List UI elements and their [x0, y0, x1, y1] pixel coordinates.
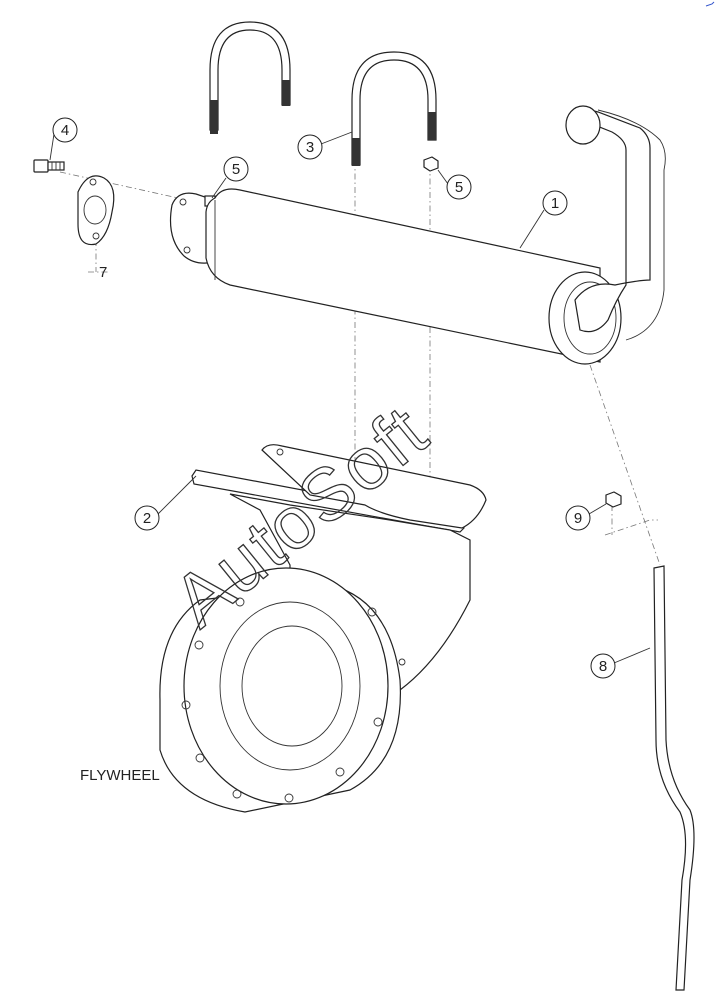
callout-8: 8 — [590, 647, 651, 679]
bolt-part-4 — [33, 159, 65, 173]
callout-5-flange: 5 — [211, 156, 249, 199]
callout-4-label: 4 — [61, 122, 69, 139]
nut-part-5 — [423, 156, 439, 172]
callout-5a-label: 5 — [232, 161, 240, 178]
leader-lines — [59, 160, 661, 566]
callout-5-nut: 5 — [437, 169, 472, 200]
u-bolt-part-3-right — [351, 51, 437, 166]
callout-1: 1 — [519, 190, 568, 249]
callout-9: 9 — [565, 503, 607, 531]
callout-3-label: 3 — [306, 139, 314, 156]
callout-8-label: 8 — [599, 658, 607, 675]
u-bolt-part-3-left — [209, 21, 291, 134]
callout-9-label: 9 — [574, 510, 582, 527]
corner-mark-icon — [705, 1, 715, 7]
callout-3: 3 — [297, 131, 353, 160]
callout-2: 2 — [134, 475, 197, 531]
callout-1-label: 1 — [551, 195, 559, 212]
nut-part-9 — [605, 491, 622, 508]
gasket-part-7 — [77, 175, 115, 246]
muffler-part-1 — [169, 105, 666, 365]
tube-part-8 — [653, 565, 695, 991]
flywheel-housing — [159, 567, 402, 813]
callout-2-label: 2 — [143, 510, 151, 527]
flywheel-label: FLYWHEEL — [80, 767, 160, 784]
callout-7: 7 — [99, 264, 107, 281]
callout-7-label: 7 — [99, 264, 107, 281]
callout-5b-label: 5 — [455, 179, 463, 196]
callout-4: 4 — [49, 117, 78, 161]
